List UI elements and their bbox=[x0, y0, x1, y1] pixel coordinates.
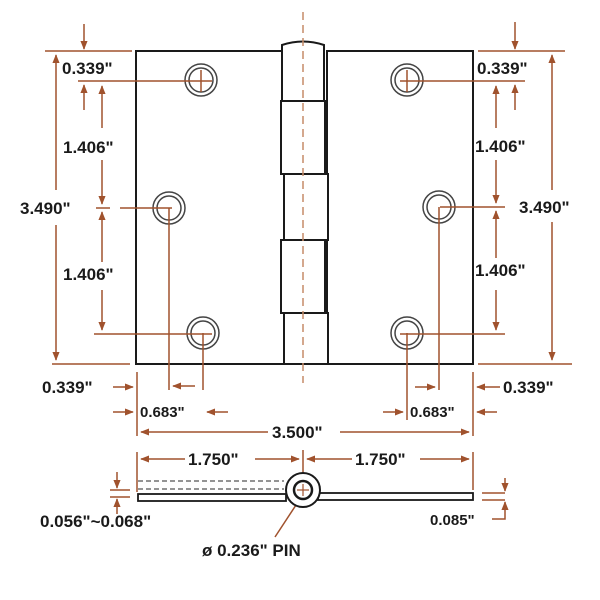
label-left-hole-stagger: 0.683" bbox=[140, 404, 185, 421]
label-right-spacing-upper: 1.406" bbox=[475, 137, 526, 156]
label-left-spacing-upper: 1.406" bbox=[63, 138, 114, 157]
left-leaf-section bbox=[137, 493, 287, 502]
hinge-front-view bbox=[135, 40, 474, 365]
dimension-lines bbox=[45, 22, 572, 436]
hinge-section-view bbox=[110, 450, 509, 538]
label-right-top-offset: 0.339" bbox=[477, 59, 528, 78]
label-right-side-offset: 0.339" bbox=[503, 378, 554, 397]
open-leaf-outline bbox=[138, 480, 284, 490]
label-left-overall-span: 3.490" bbox=[20, 199, 71, 218]
knuckle bbox=[280, 40, 329, 365]
right-leaf-section bbox=[317, 492, 474, 501]
dimension-labels: 0.339" 1.406" 3.490" 1.406" 0.339" 0.683… bbox=[20, 59, 570, 560]
label-right-hole-stagger: 0.683" bbox=[410, 404, 455, 421]
label-right-spacing-lower: 1.406" bbox=[475, 261, 526, 280]
label-left-side-offset: 0.339" bbox=[42, 378, 93, 397]
label-right-overall-span: 3.490" bbox=[519, 198, 570, 217]
label-left-half-width: 1.750" bbox=[188, 450, 239, 469]
label-gap: 0.085" bbox=[430, 512, 475, 529]
label-right-half-width: 1.750" bbox=[355, 450, 406, 469]
label-pin-diameter: ø 0.236" PIN bbox=[202, 541, 301, 560]
label-overall-width: 3.500" bbox=[272, 423, 323, 442]
label-left-top-offset: 0.339" bbox=[62, 59, 113, 78]
label-left-spacing-lower: 1.406" bbox=[63, 265, 114, 284]
label-leaf-thickness: 0.056"~0.068" bbox=[40, 512, 151, 531]
